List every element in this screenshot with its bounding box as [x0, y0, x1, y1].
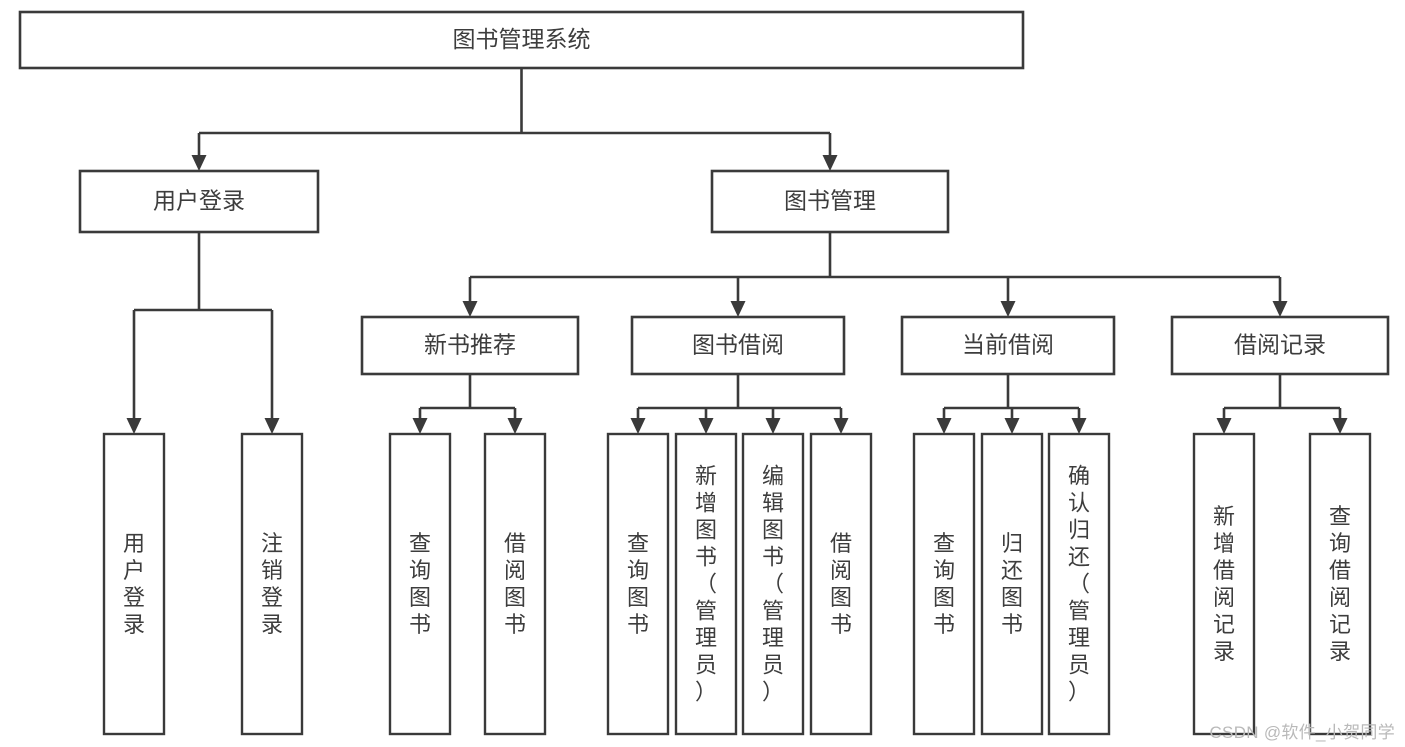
connector-group: [936, 374, 1087, 434]
node-leaf-borrow-book-2[interactable]: 借阅图书: [809, 432, 873, 736]
arrow-head: [191, 155, 207, 171]
node-book-manage[interactable]: 图书管理: [710, 169, 950, 234]
node-leaf-add-record[interactable]: 新增借阅记录: [1192, 432, 1256, 736]
node-label: 借阅记录: [1234, 332, 1326, 358]
node-box: [18, 10, 1025, 70]
node-leaf-logout[interactable]: 注销登录: [240, 432, 304, 736]
connector-group: [191, 68, 838, 171]
node-layer: 图书管理系统用户登录图书管理新书推荐图书借阅当前借阅借阅记录用户登录注销登录查询…: [18, 10, 1390, 736]
node-leaf-query-book-2[interactable]: 查询图书: [606, 432, 670, 736]
node-leaf-user-login[interactable]: 用户登录: [102, 432, 166, 736]
arrow-head: [412, 418, 428, 434]
node-box: [1047, 432, 1111, 736]
connector-group: [462, 232, 1288, 317]
arrow-head: [507, 418, 523, 434]
arrow-head: [1071, 418, 1087, 434]
node-leaf-query-book-1[interactable]: 查询图书: [388, 432, 452, 736]
node-user-login[interactable]: 用户登录: [78, 169, 320, 234]
arrow-head: [1216, 418, 1232, 434]
node-label: 归还图书: [1001, 531, 1023, 637]
arrow-head: [698, 418, 714, 434]
node-book-borrow[interactable]: 图书借阅: [630, 315, 846, 376]
node-label: 图书管理: [784, 188, 876, 214]
node-label: 新书推荐: [424, 332, 516, 358]
node-new-book-recommend[interactable]: 新书推荐: [360, 315, 580, 376]
arrow-head: [630, 418, 646, 434]
node-label: 图书借阅: [692, 332, 784, 358]
node-borrow-record[interactable]: 借阅记录: [1170, 315, 1390, 376]
arrow-head: [462, 301, 478, 317]
node-label: 用户登录: [153, 188, 245, 214]
node-label: 当前借阅: [962, 332, 1054, 358]
node-box: [1308, 432, 1372, 736]
node-box: [1192, 432, 1256, 736]
arrow-head: [765, 418, 781, 434]
node-box: [741, 432, 805, 736]
node-leaf-return-book[interactable]: 归还图书: [980, 432, 1044, 736]
node-label: 图书管理系统: [453, 26, 591, 52]
node-label: 查询借阅记录: [1329, 504, 1351, 664]
node-box: [388, 432, 452, 736]
node-label: 借阅图书: [830, 531, 852, 637]
connector-group: [412, 374, 523, 434]
node-box: [630, 315, 846, 376]
arrow-head: [833, 418, 849, 434]
node-leaf-add-book[interactable]: 新增图书（管理员）: [674, 432, 738, 736]
node-box: [980, 432, 1044, 736]
arrow-head: [822, 155, 838, 171]
node-box: [1170, 315, 1390, 376]
node-leaf-confirm-return[interactable]: 确认归还（管理员）: [1047, 432, 1111, 736]
node-label: 新增图书（管理员）: [695, 464, 717, 705]
arrow-head: [126, 418, 142, 434]
node-box: [102, 432, 166, 736]
edge-layer: [126, 68, 1348, 434]
arrow-head: [730, 301, 746, 317]
node-box: [360, 315, 580, 376]
node-label: 查询图书: [409, 531, 431, 637]
node-box: [710, 169, 950, 234]
node-label: 确认归还（管理员）: [1068, 464, 1090, 705]
node-leaf-query-book-3[interactable]: 查询图书: [912, 432, 976, 736]
node-root[interactable]: 图书管理系统: [18, 10, 1025, 70]
node-leaf-borrow-book-1[interactable]: 借阅图书: [483, 432, 547, 736]
connector-group: [1216, 374, 1348, 434]
node-box: [240, 432, 304, 736]
node-box: [912, 432, 976, 736]
arrow-head: [1332, 418, 1348, 434]
arrow-head: [1272, 301, 1288, 317]
node-box: [606, 432, 670, 736]
node-current-borrow[interactable]: 当前借阅: [900, 315, 1116, 376]
connector-group: [126, 232, 280, 434]
node-leaf-query-record[interactable]: 查询借阅记录: [1308, 432, 1372, 736]
arrow-head: [1004, 418, 1020, 434]
node-box: [483, 432, 547, 736]
node-leaf-edit-book[interactable]: 编辑图书（管理员）: [741, 432, 805, 736]
arrow-head: [936, 418, 952, 434]
node-label: 注销登录: [261, 531, 283, 637]
arrow-head: [264, 418, 280, 434]
node-box: [674, 432, 738, 736]
arrow-head: [1000, 301, 1016, 317]
node-label: 查询图书: [627, 531, 649, 637]
watermark-label: CSDN @软件_小贺同学: [1209, 723, 1395, 742]
connector-group: [630, 374, 849, 434]
node-box: [900, 315, 1116, 376]
node-box: [809, 432, 873, 736]
node-label: 查询图书: [933, 531, 955, 637]
node-label: 编辑图书（管理员）: [762, 464, 784, 705]
node-label: 借阅图书: [504, 531, 526, 637]
node-box: [78, 169, 320, 234]
node-label: 新增借阅记录: [1213, 504, 1235, 664]
node-label: 用户登录: [123, 531, 145, 637]
